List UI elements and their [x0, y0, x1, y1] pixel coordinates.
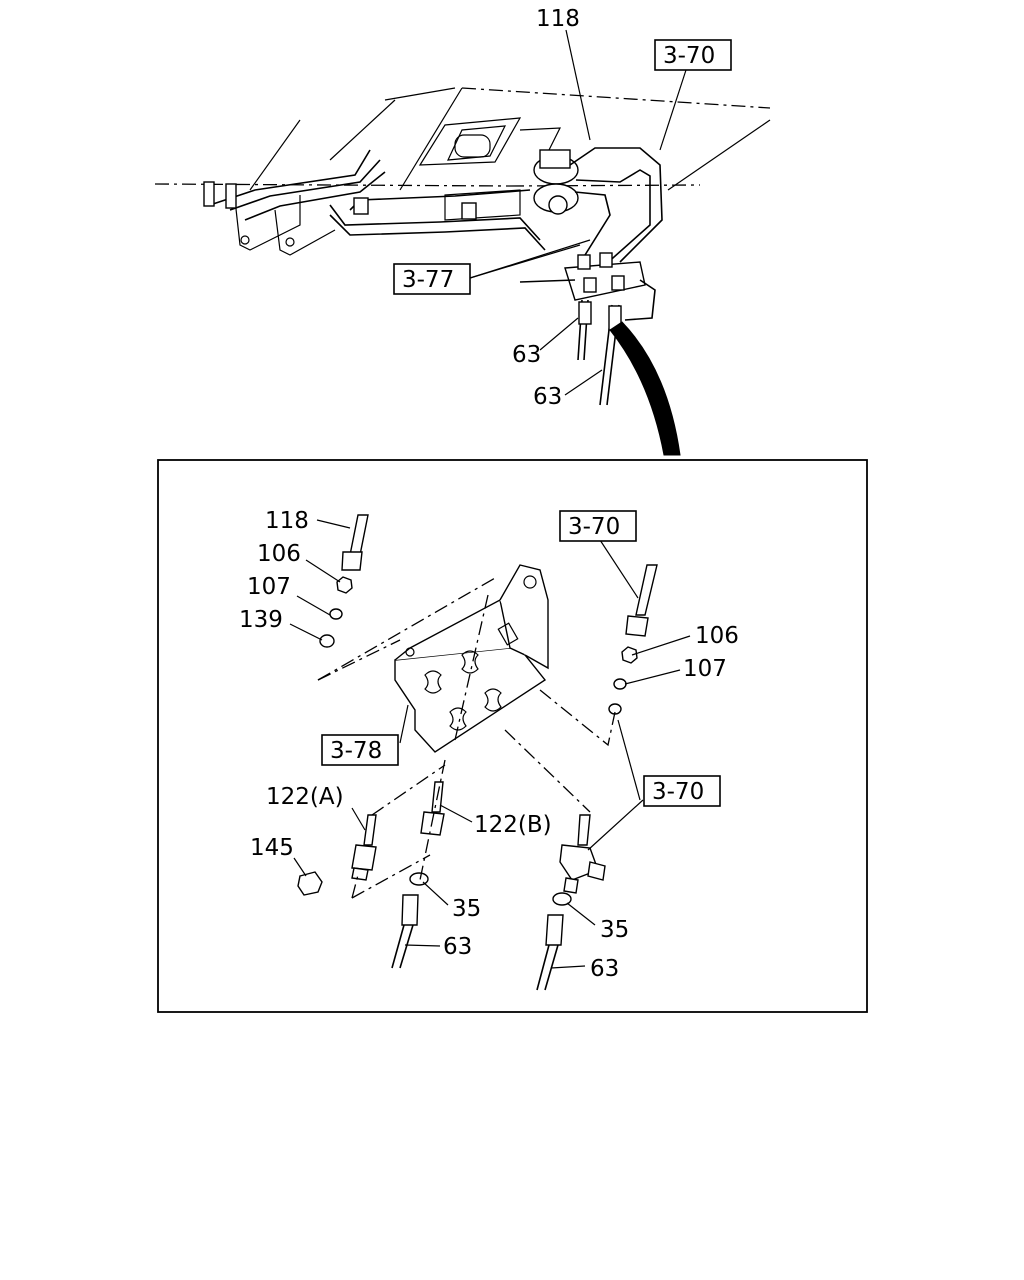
washer-139	[319, 634, 335, 648]
callout-122b: 122(B)	[474, 812, 552, 838]
detail-view: 118 106 107 139 3-70 106 107 3-78 122(A)…	[239, 508, 739, 991]
brake-hoses	[577, 299, 622, 406]
mounting-bracket	[394, 564, 549, 753]
callout-3-78: 3-78	[330, 738, 382, 764]
callout-3-70-detail-mid: 3-70	[652, 779, 704, 805]
callout-63-a: 63	[512, 342, 541, 368]
washer-107-left	[329, 608, 343, 620]
brake-pipe-run	[203, 149, 546, 251]
oring-35-right	[552, 892, 572, 906]
connector-122b	[420, 781, 445, 836]
washer-107-right	[613, 678, 627, 690]
callout-63-left: 63	[443, 934, 472, 960]
callout-63-right: 63	[590, 956, 619, 982]
tee-fitting	[559, 814, 606, 894]
hose-63-right	[536, 914, 564, 991]
oring-35-left	[409, 872, 429, 886]
ref-box-3-77	[393, 263, 471, 295]
valve-assembly	[533, 147, 663, 266]
callout-106-left: 106	[257, 541, 301, 567]
callout-3-70-top: 3-70	[663, 43, 715, 69]
hose-63-left	[391, 894, 419, 969]
nut-106-left	[336, 576, 353, 594]
callout-106-right: 106	[695, 623, 739, 649]
callout-3-70-detail-top: 3-70	[568, 514, 620, 540]
pipe-118	[341, 514, 369, 571]
junction-block	[519, 252, 656, 321]
callout-122a: 122(A)	[266, 784, 344, 810]
connector-122a	[351, 814, 377, 881]
vehicle-floor-outline	[154, 87, 771, 256]
callout-118-detail: 118	[265, 508, 309, 534]
detail-frame	[157, 459, 868, 1013]
ref-box-3-78	[321, 734, 399, 766]
ref-box-3-70-detail-mid	[643, 775, 721, 807]
callout-35-left: 35	[452, 896, 481, 922]
callout-139: 139	[239, 607, 283, 633]
nut-106-right	[621, 646, 638, 664]
callout-3-77: 3-77	[402, 267, 454, 293]
callout-107-right: 107	[683, 656, 727, 682]
pipe-3-70-right	[625, 564, 658, 637]
plug-145	[297, 871, 323, 896]
callout-118-top: 118	[536, 6, 580, 32]
callout-145: 145	[250, 835, 294, 861]
callout-35-right: 35	[600, 917, 629, 943]
ref-box-3-70-detail-top	[559, 510, 637, 542]
ref-box-3-70-top	[654, 39, 732, 71]
detail-pointer-arrow	[609, 321, 681, 456]
callout-107-left: 107	[247, 574, 291, 600]
top-overview: 118 3-70 3-77 63 63	[154, 6, 771, 456]
callout-63-b: 63	[533, 384, 562, 410]
